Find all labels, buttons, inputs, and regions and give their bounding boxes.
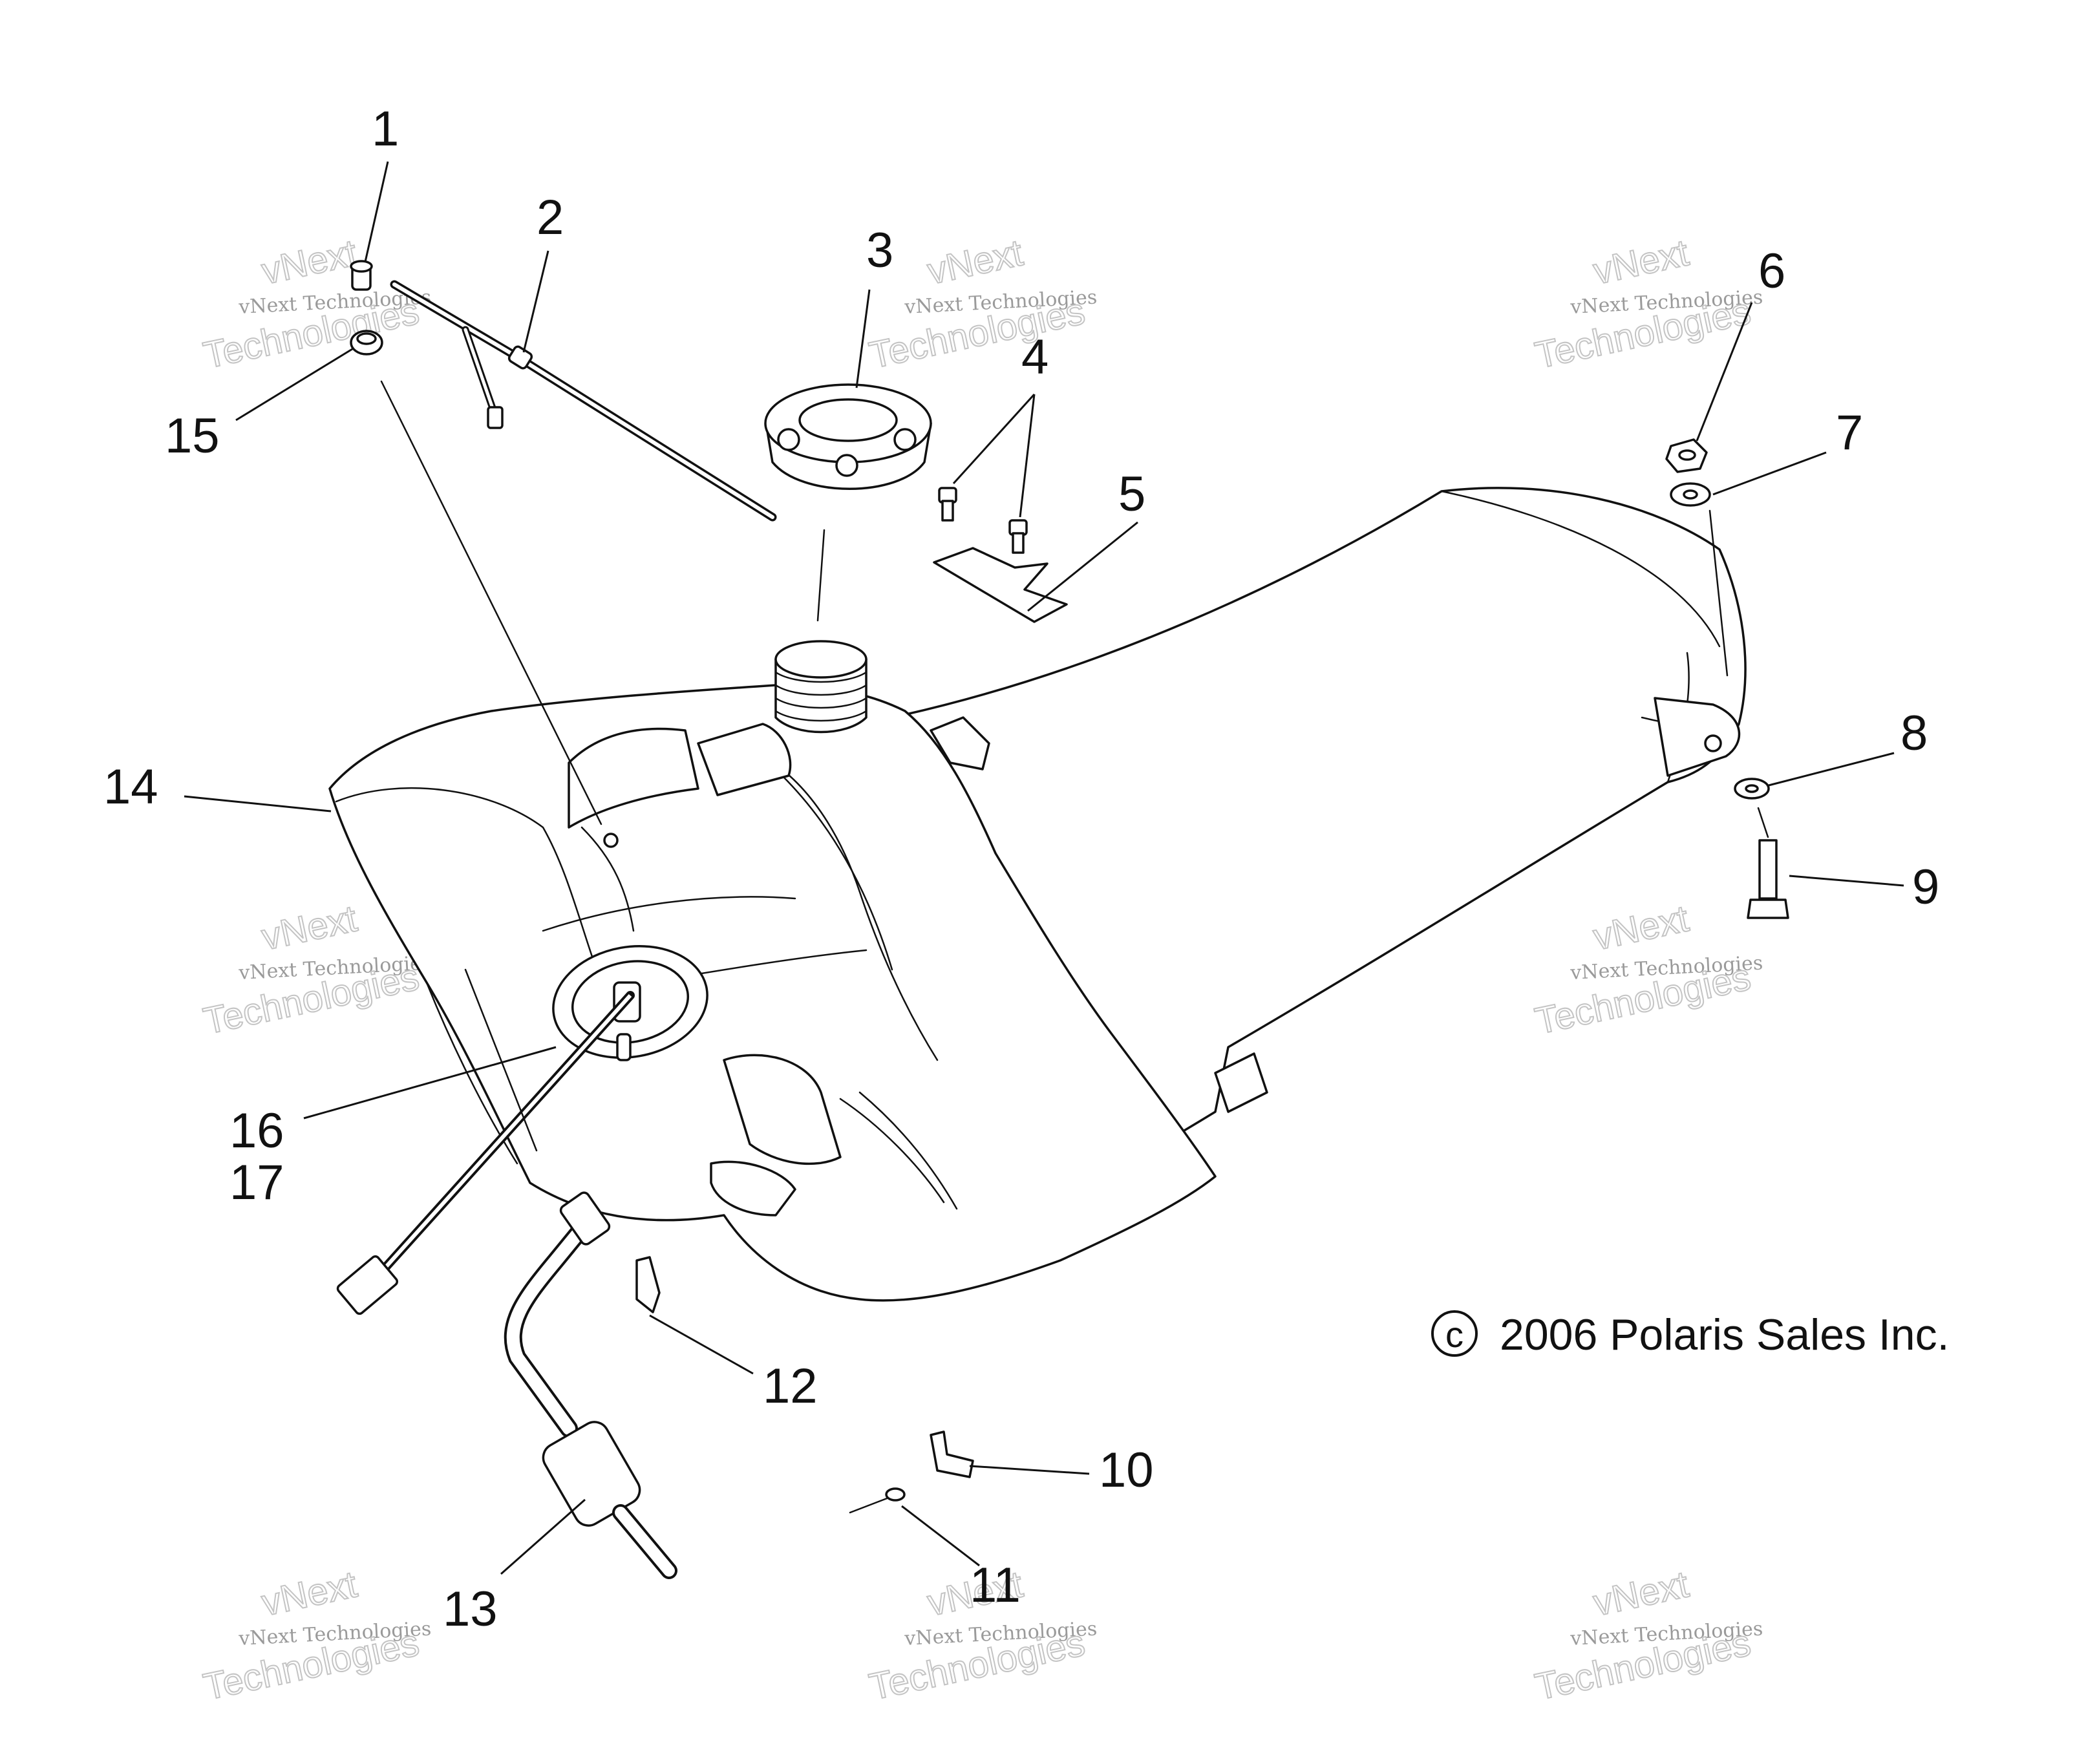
svg-text:vNext: vNext (1590, 1563, 1692, 1624)
vent-valve-1 (350, 260, 373, 291)
callout-13: 13 (443, 1582, 498, 1637)
callout-6: 6 (1758, 244, 1785, 299)
callout-4: 4 (1021, 330, 1048, 385)
leader-5 (1027, 521, 1138, 612)
alignment-line-bolt (1757, 807, 1769, 838)
fuel-cap (764, 383, 932, 490)
svg-text:vNext: vNext (1590, 231, 1692, 292)
callout-12: 12 (763, 1359, 818, 1414)
callout-10: 10 (1099, 1443, 1154, 1498)
fuel-filter (504, 1191, 677, 1579)
alignment-line-washer (1708, 509, 1729, 677)
bolt-9 (1747, 839, 1789, 919)
svg-text:vNext: vNext (924, 231, 1027, 292)
copyright-symbol-circle (1431, 1310, 1478, 1357)
callout-5: 5 (1118, 467, 1145, 522)
leader-11 (901, 1505, 980, 1567)
watermark: vNext vNext Technologies Technologies (1531, 231, 1763, 377)
washer-7 (1670, 482, 1711, 507)
leader-1 (364, 161, 389, 262)
leader-10 (969, 1465, 1090, 1475)
copyright-symbol: c (1445, 1314, 1464, 1355)
leader-12 (649, 1314, 754, 1375)
leader-lines (184, 161, 1904, 1575)
clip-10 (930, 1430, 974, 1478)
screw-4a (938, 487, 957, 522)
leader-9 (1789, 875, 1904, 887)
leader-4b (1019, 394, 1036, 518)
svg-text:vNext: vNext (1590, 897, 1692, 958)
leader-14 (184, 795, 332, 813)
callout-7: 7 (1836, 405, 1863, 460)
filler-neck (774, 640, 868, 734)
clip-12 (635, 1256, 661, 1313)
nut-6 (1665, 438, 1708, 473)
bracket-5 (933, 547, 1068, 623)
washer-8 (1734, 778, 1770, 800)
leader-13 (500, 1498, 586, 1575)
callout-16: 16 (229, 1103, 284, 1158)
alignment-line-vent (380, 380, 602, 825)
watermark: vNext vNext Technologies Technologies (865, 231, 1098, 377)
screw-4b (1008, 519, 1028, 554)
leader-4a (952, 393, 1036, 485)
copyright-text: 2006 Polaris Sales Inc. (1500, 1310, 1950, 1359)
leader-2 (522, 250, 549, 353)
rivet-11 (849, 1487, 906, 1514)
leader-7 (1712, 451, 1827, 496)
callout-8: 8 (1900, 706, 1928, 761)
svg-text:vNext: vNext (258, 231, 361, 292)
copyright-notice: c 2006 Polaris Sales Inc. (1431, 1310, 1950, 1359)
callout-2: 2 (537, 190, 564, 245)
leader-15 (235, 348, 353, 421)
leader-8 (1768, 752, 1895, 787)
alignment-line-harness (464, 968, 538, 1152)
callout-15: 15 (165, 409, 220, 463)
grommet-15 (350, 330, 383, 356)
leader-16 (303, 1046, 557, 1120)
svg-text:vNext: vNext (258, 1563, 361, 1624)
watermark: vNext vNext Technologies Technologies (199, 1562, 432, 1708)
watermark: vNext vNext Technologies Technologies (1531, 1562, 1763, 1708)
fuel-tank (328, 487, 1747, 1302)
vent-hose (390, 280, 777, 522)
callout-1: 1 (372, 101, 399, 156)
callout-9: 9 (1912, 860, 1939, 915)
alignment-line-cap (816, 529, 825, 622)
pump-wire-harness (336, 991, 635, 1315)
callout-3: 3 (866, 223, 893, 278)
watermark: vNext vNext Technologies Technologies (199, 231, 432, 377)
callout-14: 14 (103, 760, 158, 814)
leader-6 (1696, 302, 1753, 441)
callout-17: 17 (229, 1155, 284, 1210)
watermark: vNext vNext Technologies Technologies (1531, 897, 1763, 1043)
svg-text:vNext: vNext (258, 897, 361, 958)
callout-labels: 1 2 3 4 5 6 7 8 9 10 11 12 13 14 15 16 1… (103, 101, 1939, 1637)
callout-11: 11 (970, 1558, 1021, 1613)
leader-3 (855, 289, 871, 388)
